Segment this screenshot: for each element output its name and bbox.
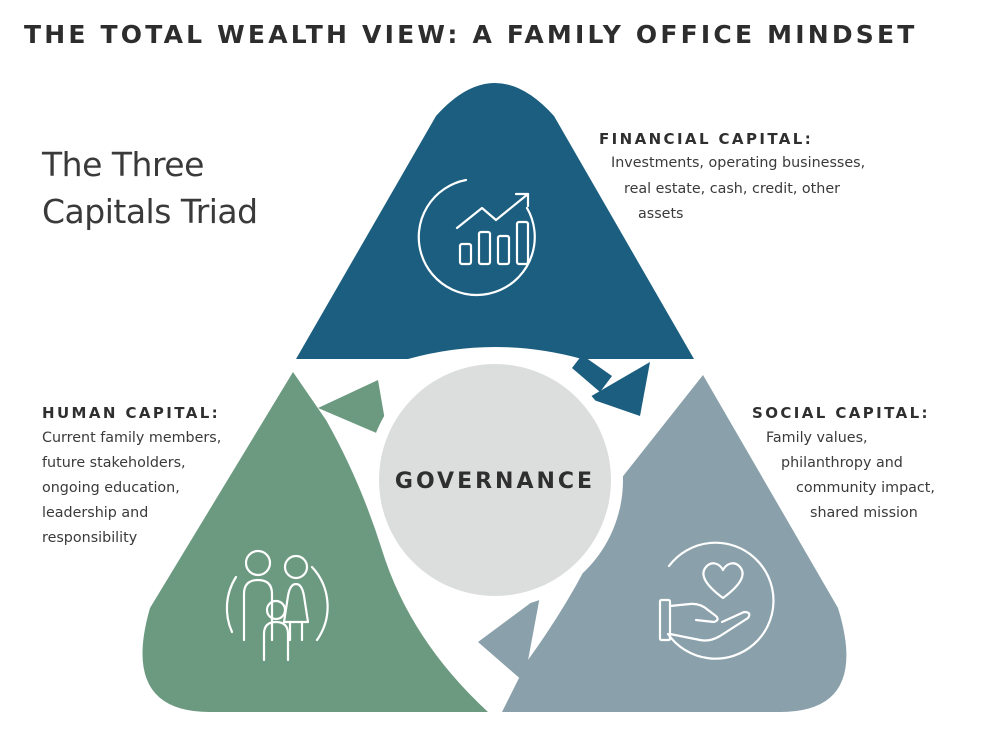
page-title: THE TOTAL WEALTH VIEW: A FAMILY OFFICE M… (24, 20, 918, 49)
social-capital-line: Family values, (766, 430, 868, 446)
social-capital-line: philanthropy and (781, 455, 903, 471)
financial-capital-shape (296, 83, 694, 359)
human-capital-line: leadership and (42, 505, 149, 521)
family-icon (225, 549, 329, 662)
social-capital-line: shared mission (810, 505, 918, 521)
human-capital-heading: HUMAN CAPITAL: (42, 404, 221, 422)
heart-in-hand-icon (658, 541, 775, 660)
social-capital-segment (478, 375, 847, 712)
governance-label: GOVERNANCE (395, 469, 595, 494)
social-capital-line: community impact, (796, 480, 935, 496)
financial-arrow-tail (572, 355, 612, 392)
human-arrow-head (318, 380, 388, 438)
financial-capital-segment (296, 83, 694, 416)
social-arrow-head (478, 596, 540, 682)
governance-circle (379, 364, 611, 596)
financial-capital-line: assets (638, 206, 684, 222)
human-capital-line: ongoing education, (42, 480, 180, 496)
bar-chart-growth-icon (417, 178, 536, 297)
social-capital-shape (502, 375, 847, 712)
financial-capital-heading: FINANCIAL CAPITAL: (599, 130, 814, 148)
social-capital-heading: SOCIAL CAPITAL: (752, 404, 930, 422)
financial-capital-line: real estate, cash, credit, other (624, 181, 841, 197)
human-capital-line: future stakeholders, (42, 455, 186, 471)
human-capital-line: Current family members, (42, 430, 222, 446)
financial-arrow-head (588, 362, 650, 416)
triad-title: The Three Capitals Triad (42, 145, 258, 231)
human-capital-line: responsibility (42, 530, 138, 546)
financial-capital-line: Investments, operating businesses, (611, 155, 866, 171)
